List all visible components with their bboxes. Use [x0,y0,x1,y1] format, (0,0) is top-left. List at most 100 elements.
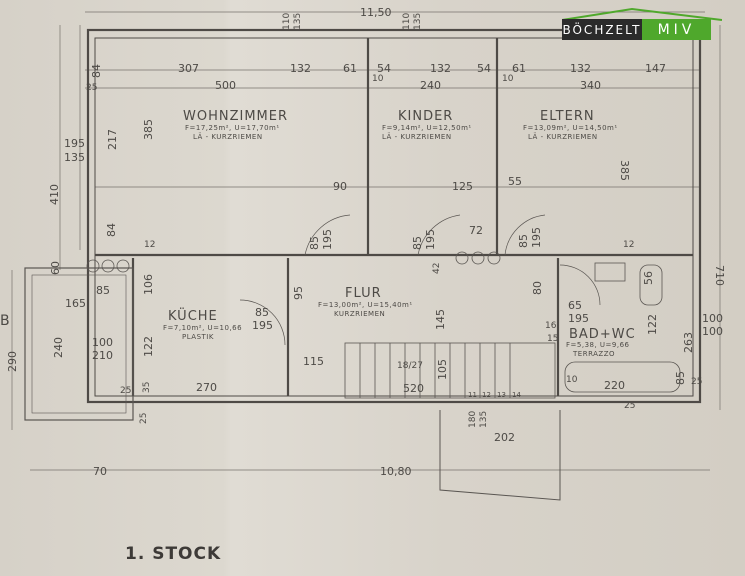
dim: 84 [90,64,103,78]
dim: 25 [120,386,132,396]
dim: 90 [333,180,347,193]
dim: 195 [568,312,589,325]
dim: 85 [411,236,424,250]
dim: 85 [517,234,530,248]
dim: 61 [512,62,526,75]
dim: 217 [106,129,119,150]
step-number: 13 [497,391,506,399]
dim: 307 [178,62,199,75]
dim: 16 [545,321,557,331]
room-area-eltern: F=13,09m², U=14,50m¹ [523,124,618,132]
logo-left: BÖCHZELT [562,19,642,40]
dim: 135 [293,12,303,30]
dim: 270 [196,381,217,394]
room-floor-wohnzimmer: LÄ - KURZRIEMEN [193,133,263,141]
room-area-wohnzimmer: F=17,25m², U=17,70m¹ [185,124,280,132]
dim: 195 [321,229,334,250]
fixtures [86,251,681,393]
dim: 70 [93,465,107,478]
dim: 18/27 [397,361,423,371]
dim: 385 [142,119,155,140]
step-number: 11 [468,391,477,399]
dim: 195 [252,319,273,332]
dim: 35 [142,381,152,393]
room-floor-kinder: LÄ - KURZRIEMEN [382,133,452,141]
dim: 290 [6,351,19,372]
dim: 95 [292,286,305,300]
dim: 10 [372,74,384,84]
room-name-kinder: KINDER [398,109,454,124]
outer-walls [86,28,702,404]
dim: 100 [92,336,113,349]
dim: 135 [479,410,489,428]
dim: 145 [434,309,447,330]
dim: 85 [674,371,687,385]
company-logo: BÖCHZELT MIV [562,19,711,40]
dim: 56 [642,271,655,285]
dim: 15 [547,334,559,344]
dim: 263 [682,332,695,353]
dim: 25 [691,377,703,387]
dim: 135 [64,151,85,164]
dim: 340 [580,79,601,92]
dim: 122 [646,314,659,335]
dim: 72 [469,224,483,237]
room-floor-kueche: PLASTIK [182,333,214,341]
dim: 147 [645,62,666,75]
dim: 132 [290,62,311,75]
dim: 135 [413,12,423,30]
dim: 12 [144,240,156,250]
dim: 10,80 [380,465,412,478]
dim: 106 [142,274,155,295]
section-mark: B [0,313,10,329]
dimension-lines [11,11,721,471]
dim: 385 [618,160,631,181]
dim: 84 [105,223,118,237]
room-name-kueche: KÜCHE [168,309,218,324]
dim: 710 [713,265,726,286]
dim: 110 [402,12,412,30]
dim: 122 [142,336,155,357]
dim: 55 [508,175,522,188]
dim: 132 [570,62,591,75]
room-floor-flur: KURZRIEMEN [334,310,386,318]
dim: 180 [468,410,478,428]
room-name-flur: FLUR [345,286,382,301]
dim: 42 [432,262,442,274]
dim: 195 [530,227,543,248]
dim: 240 [420,79,441,92]
dim: 100 [702,325,723,338]
room-name-eltern: ELTERN [540,109,595,124]
room-area-kueche: F=7,10m², U=10,66 [163,324,243,332]
toilet [639,264,663,306]
dim: 500 [215,79,236,92]
dim: 210 [92,349,113,362]
door-swings [239,214,601,346]
dim: 410 [48,184,61,205]
dim: 132 [430,62,451,75]
room-name-bad: BAD+WC [569,327,636,342]
dim: 165 [65,297,86,310]
floor-title: 1. STOCK [125,544,222,564]
dim: 202 [494,431,515,444]
dim: 85 [308,236,321,250]
dim: 100 [702,312,723,325]
room-floor-bad: TERRAZZO [573,350,616,358]
dim: 54 [477,62,491,75]
balcony [24,267,134,421]
dim: 25 [139,412,149,424]
bathtub [564,361,681,393]
dim: 10 [566,375,578,385]
room-name-wohnzimmer: WOHNZIMMER [183,109,289,124]
sink [594,262,626,282]
dim: 85 [255,306,269,319]
edge-wall [439,410,561,501]
step-number: 14 [512,391,521,399]
dim: 60 [49,261,62,275]
dim: 61 [343,62,357,75]
dim: 11,50 [360,6,392,19]
step-number: 12 [482,391,491,399]
dim: 65 [568,299,582,312]
